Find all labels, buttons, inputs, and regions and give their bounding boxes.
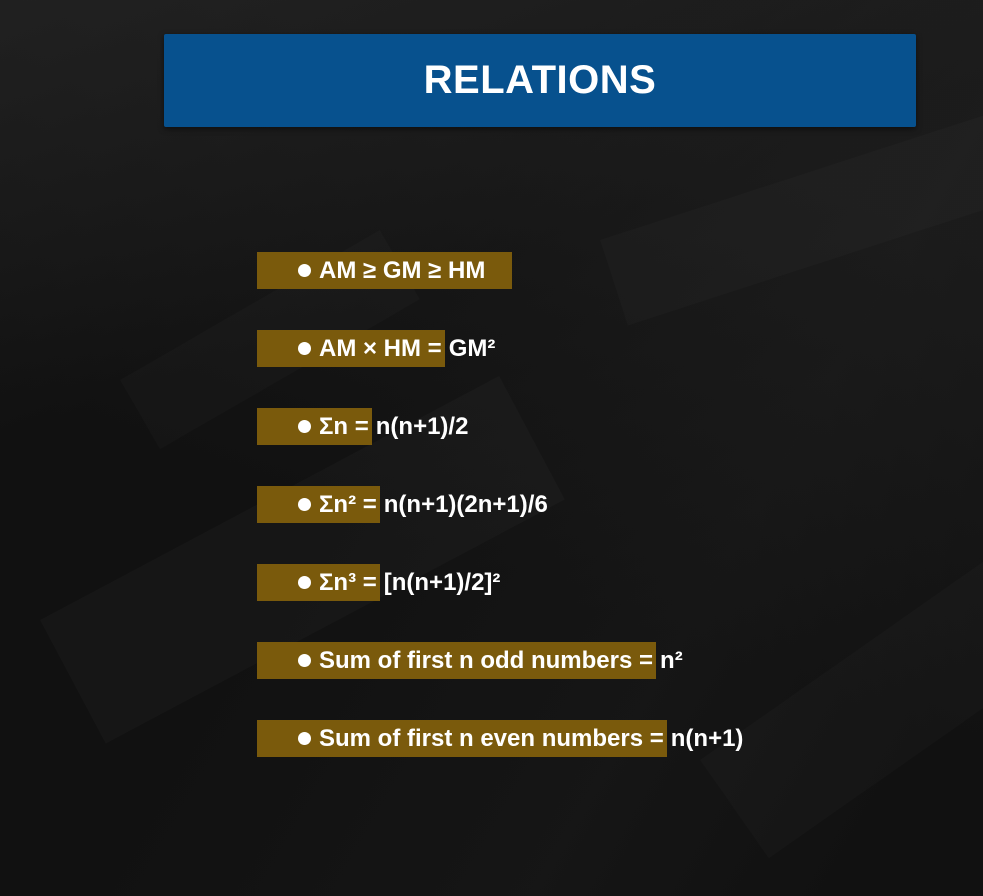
relation-item: Σn = n(n+1)/2	[257, 408, 743, 445]
relation-highlight: AM ≥ GM ≥ HM	[257, 252, 513, 289]
relation-lhs-text: Σn =	[319, 413, 369, 440]
relation-lhs-text: Σn³ =	[319, 569, 377, 596]
bullet-icon	[298, 654, 311, 667]
relation-highlight: Σn =	[257, 408, 372, 445]
relation-lhs-text: AM ≥ GM ≥ HM	[319, 257, 486, 284]
relations-list: AM ≥ GM ≥ HM AM × HM = GM² Σn = n(n+1)/2…	[257, 252, 743, 798]
relation-rhs-text: [n(n+1)/2]²	[383, 569, 501, 596]
relation-rhs-text: n(n+1)/2	[375, 413, 469, 440]
relation-highlight: AM × HM =	[257, 330, 445, 367]
relation-lhs-text: AM × HM =	[319, 335, 442, 362]
relation-rhs-text: n(n+1)	[670, 725, 744, 752]
bullet-icon	[298, 732, 311, 745]
relation-rhs-text: n²	[660, 647, 683, 674]
relation-highlight: Σn² =	[257, 486, 380, 523]
page-title: RELATIONS	[423, 58, 657, 102]
bullet-icon	[298, 576, 311, 589]
relation-item: Σn² = n(n+1)(2n+1)/6	[257, 486, 743, 523]
relation-item: AM × HM = GM²	[257, 330, 743, 367]
title-banner: RELATIONS	[164, 34, 916, 127]
relation-lhs-text: Sum of first n even numbers =	[319, 725, 664, 752]
bullet-icon	[298, 498, 311, 511]
relation-lhs-text: Σn² =	[319, 491, 377, 518]
bullet-icon	[298, 342, 311, 355]
relation-lhs-text: Sum of first n odd numbers =	[319, 647, 654, 674]
relation-highlight: Sum of first n even numbers =	[257, 720, 667, 757]
bullet-icon	[298, 420, 311, 433]
relation-rhs-text: GM²	[448, 335, 496, 362]
relation-rhs-text: n(n+1)(2n+1)/6	[383, 491, 548, 518]
relation-highlight: Sum of first n odd numbers =	[257, 642, 657, 679]
bullet-icon	[298, 264, 311, 277]
relation-item: AM ≥ GM ≥ HM	[257, 252, 743, 289]
relation-highlight: Σn³ =	[257, 564, 380, 601]
relation-item: Sum of first n odd numbers = n²	[257, 642, 743, 679]
relation-item: Sum of first n even numbers = n(n+1)	[257, 720, 743, 757]
relation-item: Σn³ = [n(n+1)/2]²	[257, 564, 743, 601]
